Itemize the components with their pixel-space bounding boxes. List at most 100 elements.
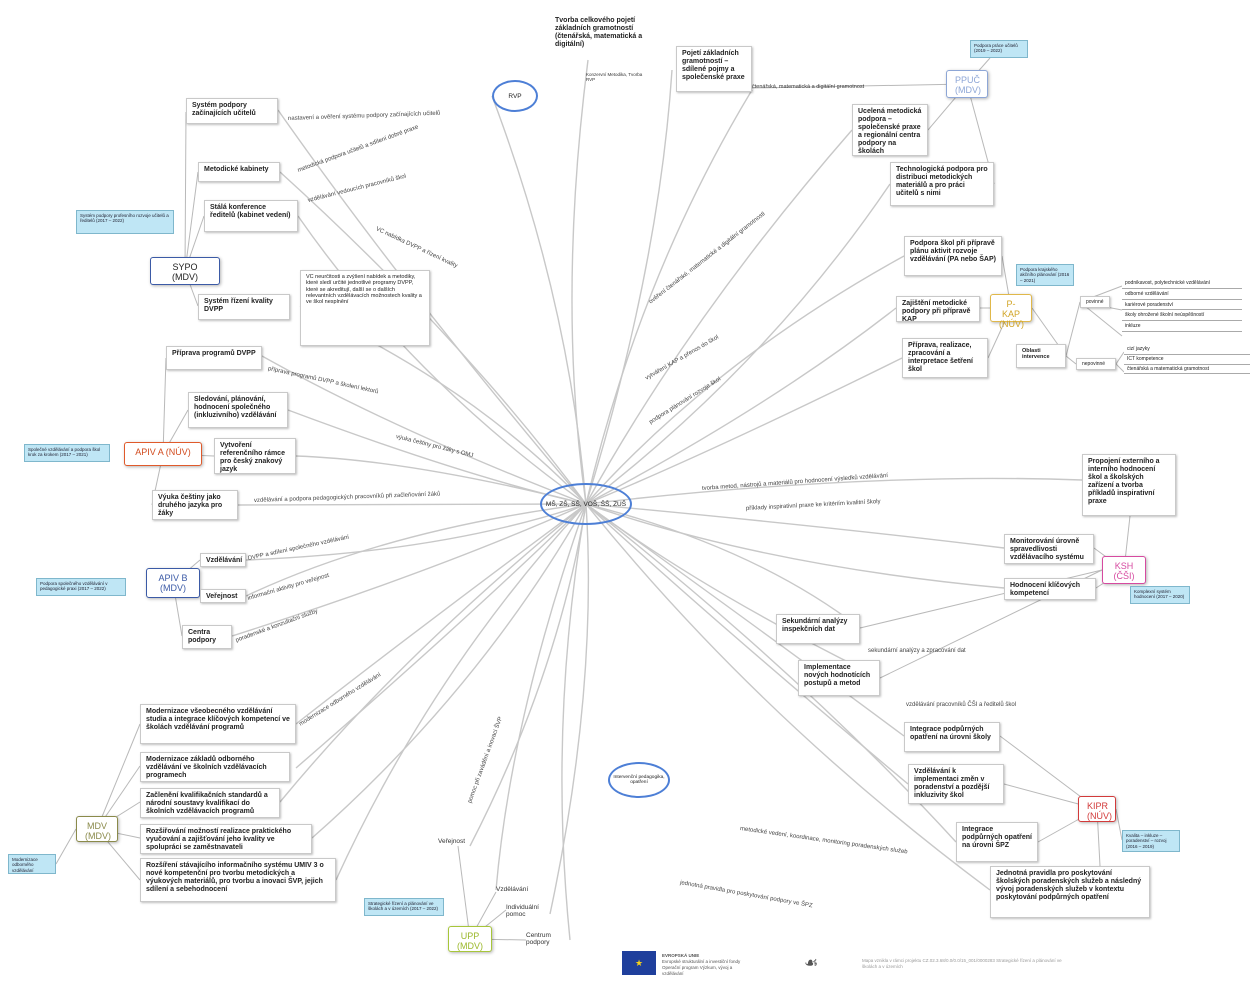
edge-label: vzdělávání pracovníků ČŠI a ředitelů ško…: [906, 702, 1017, 708]
pkap-tag: Podpora krajského akčního plánování (201…: [1016, 264, 1074, 286]
mdv-node-general[interactable]: Modernizace všeobecného vzdělávání studi…: [140, 704, 296, 744]
connector-spoke: [295, 503, 587, 769]
povinne-item[interactable]: inkluze: [1122, 323, 1242, 332]
connector-spoke: [261, 355, 587, 505]
pkap-node-survey[interactable]: Příprava, realizace, zpracování a interp…: [902, 338, 988, 378]
pkap-povinne-list: podnikavost, polytechnické vzdělávání od…: [1122, 280, 1242, 334]
ksh-node-fairness[interactable]: Monitorování úrovně spravedlivosti vzděl…: [1004, 534, 1094, 564]
eu-flag: ★: [622, 951, 656, 975]
connector-spoke: [295, 503, 587, 725]
ppuc-node-tech[interactable]: Technologická podpora pro distribuci met…: [890, 162, 994, 206]
ksh-node-secondary[interactable]: Sekundární analýzy inspekčních dat: [776, 614, 860, 644]
nepovinne-item[interactable]: čtenářská a matematická gramotnost: [1124, 365, 1250, 375]
pkap-povinne-label[interactable]: povinné: [1080, 296, 1110, 308]
kipr-node-spz[interactable]: Integrace podpůrných opatření na úrovni …: [956, 822, 1038, 862]
connector-spoke: [585, 503, 1005, 549]
edge-label: sekundární analýzy a zpracování dat: [868, 648, 966, 654]
ppuc-node-method[interactable]: Ucelená metodická podpora – společenské …: [852, 104, 928, 156]
connector-spoke: [585, 503, 991, 891]
kipr-node-school[interactable]: Integrace podpůrných opatření na úrovni …: [904, 722, 1000, 752]
connector-line: [162, 357, 167, 455]
intervention-ellipse[interactable]: Intervenční pedagogika, opatření: [608, 762, 670, 798]
connector-spoke: [245, 503, 587, 597]
mdv-node-practical[interactable]: Rozšiřování možností realizace praktické…: [140, 824, 312, 854]
connector-spoke: [561, 503, 587, 941]
rvp-ellipse[interactable]: RVP: [492, 80, 538, 112]
connector-spoke: [585, 69, 673, 505]
connector-spoke: [585, 89, 753, 505]
connector-spoke: [311, 503, 587, 839]
shared-concepts-node[interactable]: Pojetí základních gramotností – sdílené …: [676, 46, 752, 92]
sypo-hub[interactable]: SYPO (MDV): [150, 257, 220, 285]
mdv-hub[interactable]: MDV (MDV): [76, 816, 118, 842]
connector-spoke: [495, 503, 587, 891]
connector-spoke: [585, 255, 905, 505]
povinne-item[interactable]: odborné vzdělávání: [1122, 290, 1242, 300]
apiv-b-node-education[interactable]: Vzdělávání: [200, 553, 246, 567]
connector-spoke: [585, 129, 853, 505]
mdv-node-vocational[interactable]: Modernizace základů odborného vzdělávání…: [140, 752, 290, 782]
upp-node-education[interactable]: Vzdělávání: [496, 886, 529, 893]
ksh-node-implementation[interactable]: Implementace nových hodnotících postupů …: [798, 660, 880, 696]
footer-note: Mapa vznikla v rámci projektu CZ.02.3.68…: [862, 958, 1062, 969]
connector-spoke: [585, 503, 861, 629]
ksh-hub[interactable]: KSH (ČŠI): [1102, 556, 1146, 584]
apiv-a-node-sign-language[interactable]: Vytvoření referenčního rámce pro český z…: [214, 438, 296, 474]
connector-line: [1065, 355, 1077, 365]
apiv-b-node-centers[interactable]: Centra podpory: [182, 625, 232, 649]
connector-line: [457, 845, 471, 940]
apiv-a-hub[interactable]: APIV A (NÚV): [124, 442, 202, 466]
apiv-b-tag: Podpora společného vzdělávání v pedagogi…: [36, 578, 126, 596]
apiv-a-node-czech[interactable]: Výuka češtiny jako druhého jazyka pro žá…: [152, 490, 238, 520]
povinne-item[interactable]: podnikavost, polytechnické vzdělávání: [1122, 280, 1242, 289]
connector-spoke: [585, 477, 1083, 505]
mdv-tag: Modernizace odborného vzdělávání: [8, 854, 56, 874]
sypo-note: VC neurčitosti a zvýšení nabídek a metod…: [300, 270, 430, 346]
pkap-oblasti[interactable]: Oblasti intervence: [1016, 344, 1066, 368]
connector-spoke: [585, 503, 881, 679]
nepovinne-item[interactable]: ICT kompetence: [1124, 355, 1250, 365]
kipr-node-implementation[interactable]: Vzdělávání k implementaci změn v poraden…: [908, 764, 1004, 804]
connector-spoke: [231, 503, 587, 637]
sypo-node-quality[interactable]: Systém řízení kvality DVPP: [198, 294, 290, 320]
eu-label: EVROPSKÁ UNIE Evropské strukturální a in…: [662, 953, 741, 976]
upp-tag: Strategické řízení a plánování ve školác…: [364, 898, 444, 916]
pkap-nepovinne-list: cizí jazyky ICT kompetence čtenářská a m…: [1124, 346, 1250, 375]
kipr-hub[interactable]: KIPR (NÚV): [1078, 796, 1116, 822]
apiv-a-node-monitoring[interactable]: Sledování, plánování, hodnocení společné…: [188, 392, 288, 428]
apiv-b-node-public[interactable]: Veřejnost: [200, 589, 246, 603]
ppuc-hub[interactable]: PPUČ (MDV): [946, 70, 988, 98]
apiv-a-tag: Společné vzdělávání a podpora škol krok …: [24, 444, 110, 462]
mdv-node-qualifications[interactable]: Začlenění kvalifikačních standardů a nár…: [140, 788, 280, 818]
mdv-node-info-system[interactable]: Rozšíření stávajícího informačního systé…: [140, 858, 336, 902]
ksh-node-linking[interactable]: Propojení externího a interního hodnocen…: [1082, 454, 1176, 516]
sypo-node-beginners[interactable]: Systém podpory začínajících učitelů: [186, 98, 278, 124]
pkap-node-support[interactable]: Zajištění metodické podpory při přípravě…: [896, 296, 980, 323]
connector-line: [184, 171, 199, 272]
connector-spoke: [585, 503, 905, 737]
apiv-a-node-dvpp[interactable]: Příprava programů DVPP: [166, 346, 262, 370]
rvp-label: RVP: [508, 92, 522, 100]
sypo-node-cabinets[interactable]: Metodické kabinety: [198, 162, 280, 182]
upp-node-center[interactable]: Centrum podpory: [526, 932, 551, 946]
pkap-hub[interactable]: P-KAP (NÚV): [990, 294, 1032, 329]
upp-node-public[interactable]: Veřejnost: [438, 838, 466, 845]
ppuc-edge-label: čtenářská, matematická a digitální gramo…: [752, 84, 865, 90]
povinne-item[interactable]: kariérové poradenství: [1122, 301, 1242, 311]
kipr-node-rules[interactable]: Jednotná pravidla pro poskytování školsk…: [990, 866, 1150, 918]
gramotnosti-concept-node[interactable]: Tvorba celkového pojetí základních gramo…: [550, 14, 658, 54]
nepovinne-item[interactable]: cizí jazyky: [1124, 346, 1250, 355]
apiv-b-hub[interactable]: APIV B (MDV): [146, 568, 200, 598]
ksh-node-competences[interactable]: Hodnocení klíčových kompetencí: [1004, 578, 1096, 600]
povinne-item[interactable]: školy ohrožené školní neúspěšností: [1122, 312, 1242, 321]
connector-spoke: [549, 503, 590, 915]
upp-hub[interactable]: UPP (MDV): [448, 926, 492, 952]
center-schools-node[interactable]: MŠ, ZŠ, SŠ, VOŠ, ŠŠ, ZUŠ: [540, 483, 632, 525]
pkap-nepovinne-label[interactable]: nepovinné: [1076, 358, 1116, 370]
sypo-node-conference[interactable]: Stálá konference ředitelů (kabinet veden…: [204, 200, 298, 232]
connector-spoke: [491, 95, 587, 505]
ppuc-tag: Podpora práce učitelů (2019 – 2022): [970, 40, 1028, 58]
upp-node-individual[interactable]: Individuální pomoc: [506, 904, 539, 918]
pkap-node-plan[interactable]: Podpora škol při přípravě plánu aktivit …: [904, 236, 1002, 276]
connector-spoke: [279, 503, 587, 803]
